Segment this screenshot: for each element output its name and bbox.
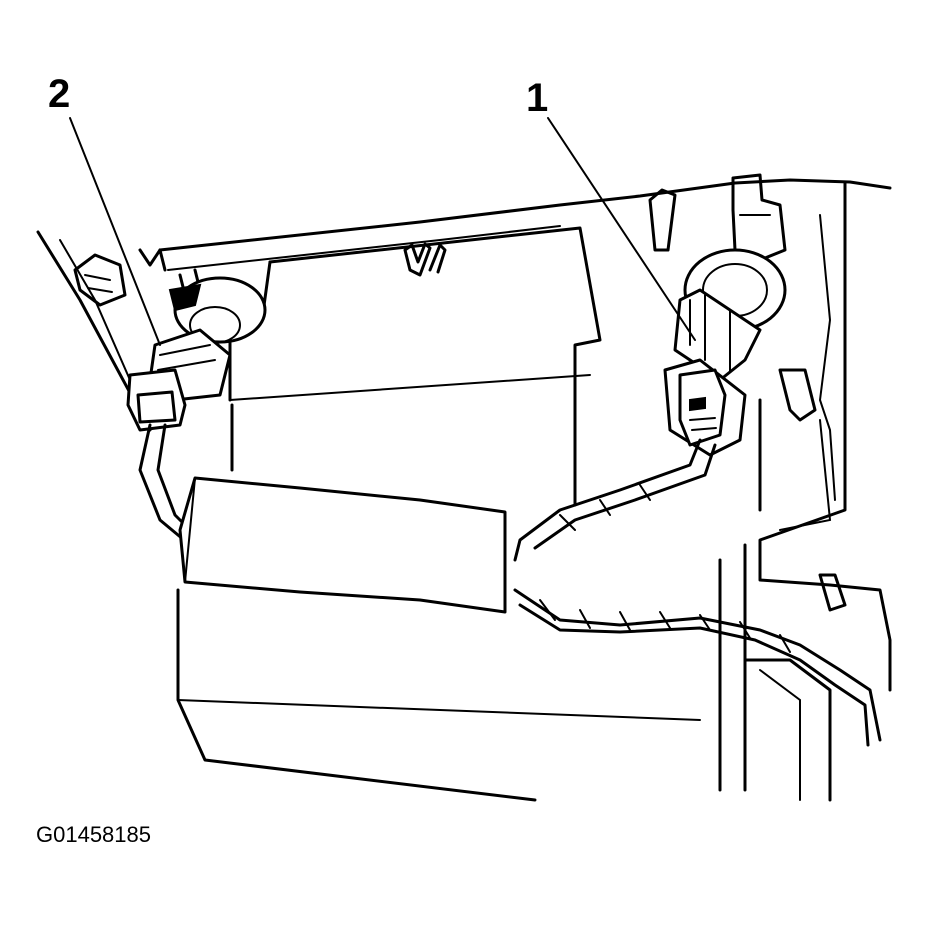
- figure-id: G01458185: [36, 822, 151, 847]
- connector-1: [663, 248, 787, 457]
- leader-lines: [69, 117, 696, 346]
- wiring-harness: [138, 423, 882, 747]
- callout-2: 2: [48, 72, 71, 116]
- connector-2: [126, 276, 267, 432]
- housing-panel: [36, 178, 892, 802]
- callout-1: 1: [526, 76, 549, 120]
- retaining-clips: [73, 173, 847, 612]
